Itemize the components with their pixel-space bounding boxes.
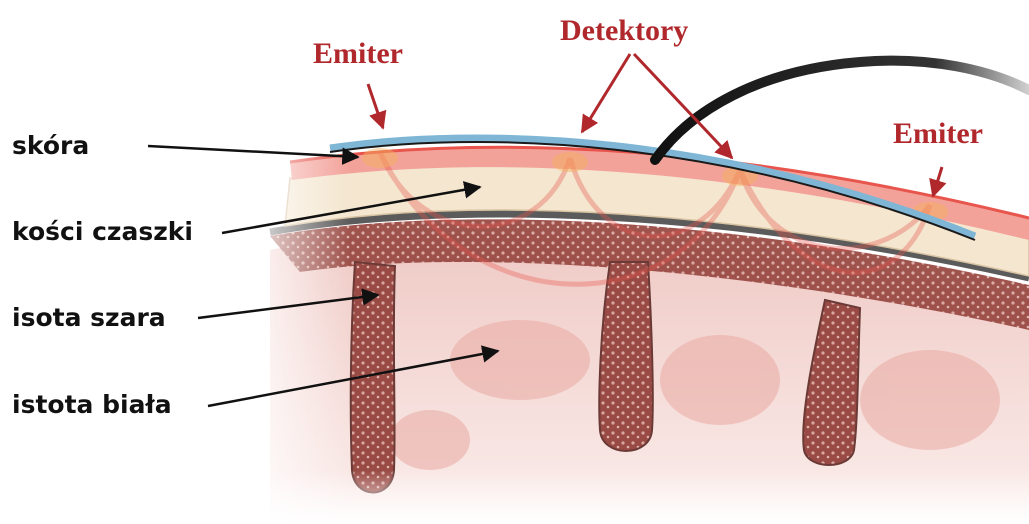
skull-label: kości czaszki — [12, 217, 193, 246]
emitter-right-label: Emiter — [893, 117, 983, 150]
white-matter-label: istota biała — [12, 390, 172, 419]
detectors-label: Detektory — [560, 14, 688, 47]
grey-matter-label: isota szara — [12, 303, 166, 332]
grey-matter-fold — [599, 262, 652, 451]
emitter-left-label: Emiter — [313, 37, 403, 70]
skin-label: skóra — [12, 131, 89, 160]
